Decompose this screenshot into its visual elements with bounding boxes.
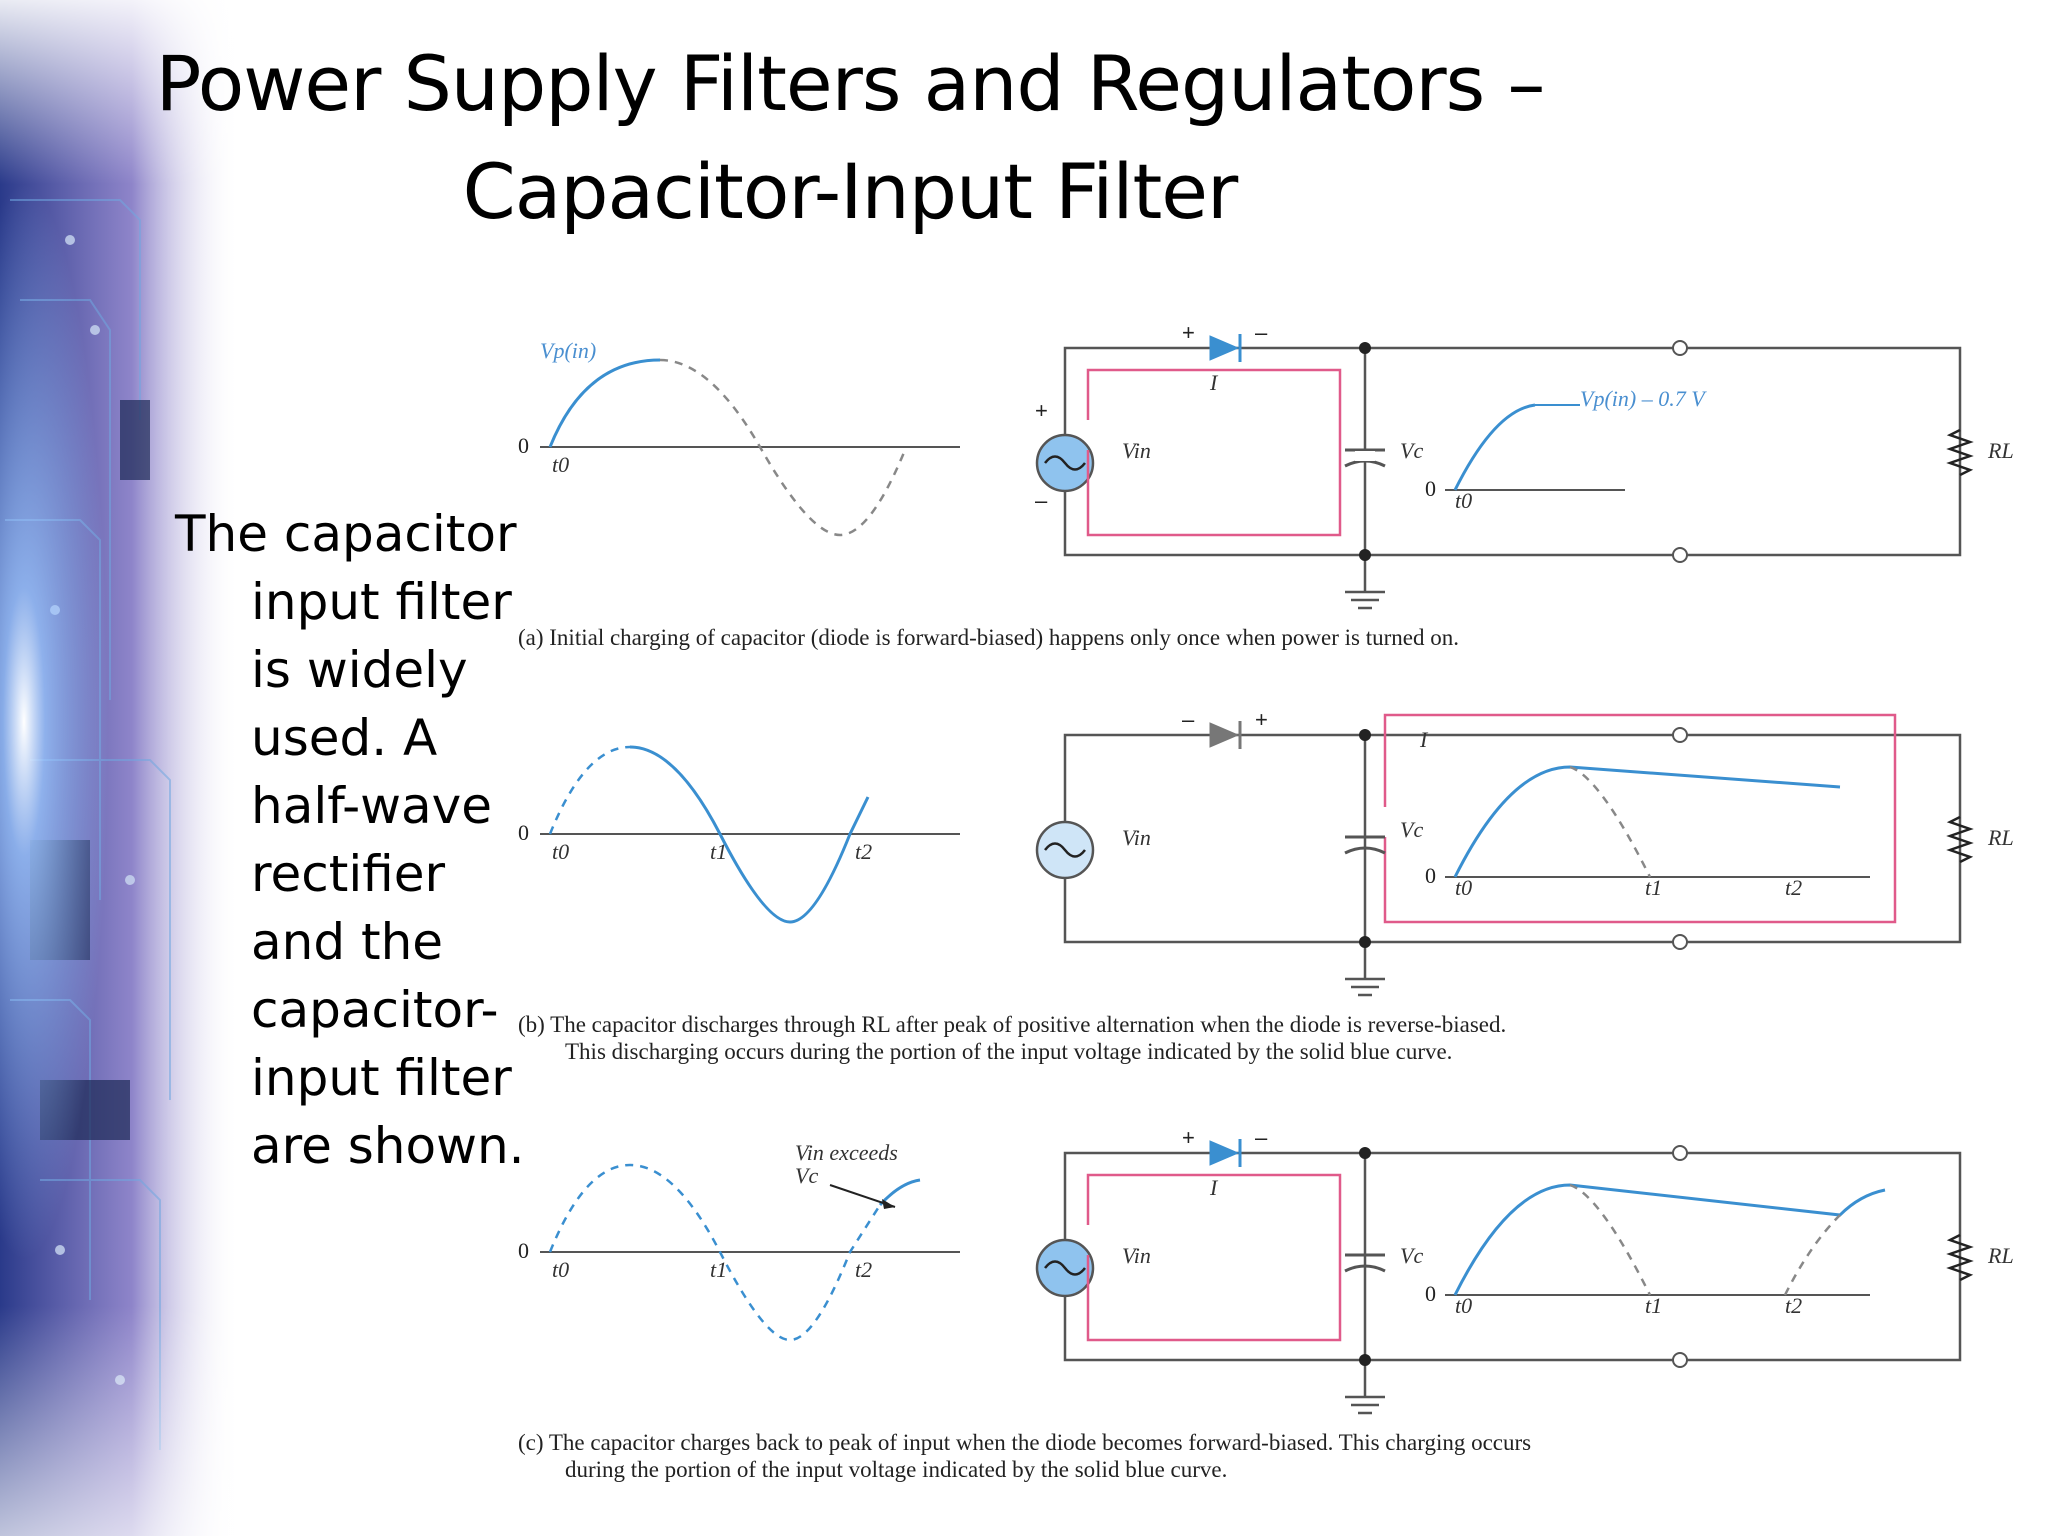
current-label-c: I <box>1209 1175 1219 1200</box>
zero-label: 0 <box>1425 1281 1436 1306</box>
current-loop-b <box>1383 713 1897 924</box>
annotation-line2: Vc <box>795 1163 818 1188</box>
caption-b-line1: (b) The capacitor discharges through RL … <box>518 1012 1506 1037</box>
rl-label-b: RL <box>1987 825 2014 850</box>
panel-a: 0 t0 Vp(in) + – I Vc Vin + – <box>518 320 2014 650</box>
circuit-a <box>1063 346 1962 557</box>
input-waveform-c: Vin exceeds Vc 0 t0 t1 t2 <box>518 1140 960 1342</box>
t1-label: t1 <box>1645 875 1662 900</box>
vc-label-a: Vc <box>1400 438 1423 463</box>
t2-label: t2 <box>1785 875 1802 900</box>
capacitor-icon <box>1344 448 1386 468</box>
zero-label: 0 <box>518 820 529 845</box>
zero-label: 0 <box>1425 476 1436 501</box>
caption-b-line2: This discharging occurs during the porti… <box>565 1039 1452 1064</box>
diode-sign-right: – <box>1255 320 1268 345</box>
diode-sign-left: + <box>1182 1125 1195 1150</box>
slide-title-line2: Capacitor-Input Filter <box>462 147 1239 236</box>
rl-label-c: RL <box>1987 1243 2014 1268</box>
slide-title-line1: Power Supply Filters and Regulators – <box>155 39 1546 128</box>
input-waveform-b: 0 t0 t1 t2 <box>518 745 960 924</box>
ground-icon <box>1345 942 1385 997</box>
current-label-b: I <box>1419 727 1429 752</box>
vc-label-c: Vc <box>1400 1243 1423 1268</box>
zero-label: 0 <box>1425 863 1436 888</box>
vin-label-b: Vin <box>1122 825 1151 850</box>
zero-label: 0 <box>518 1238 529 1263</box>
panel-c: Vin exceeds Vc 0 t0 t1 t2 + – I Vc Vin <box>518 1125 2014 1482</box>
diode-sign-left: – <box>1182 707 1195 732</box>
caption-c-line1: (c) The capacitor charges back to peak o… <box>518 1430 1531 1455</box>
panel-b: 0 t0 t1 t2 – + I Vc Vin <box>518 707 2014 1064</box>
source-minus: – <box>1035 488 1048 513</box>
t0-label: t0 <box>1455 1293 1472 1318</box>
capacitor-icon <box>1344 835 1386 855</box>
circuit-c <box>1063 1151 1962 1362</box>
t0-label: t0 <box>1455 875 1472 900</box>
diode-icon <box>1209 334 1242 362</box>
diode-sign-left: + <box>1182 320 1195 345</box>
t0-label: t0 <box>552 839 569 864</box>
input-waveform-a: 0 t0 Vp(in) <box>518 338 960 537</box>
t1-label: t1 <box>710 839 727 864</box>
vin-label-c: Vin <box>1122 1243 1151 1268</box>
t0-label: t0 <box>1455 488 1472 513</box>
vin-label-a: Vin <box>1122 438 1151 463</box>
circuit-board-decoration <box>0 0 240 1536</box>
zero-label: 0 <box>518 433 529 458</box>
body-text: The capacitor input filter is widely use… <box>175 500 535 1180</box>
current-loop-c <box>1086 1173 1342 1342</box>
rl-label-a: RL <box>1987 438 2014 463</box>
output-label-a: Vp(in) – 0.7 V <box>1580 386 1707 411</box>
capacitor-filter-figure: 0 t0 Vp(in) + – I Vc Vin + – <box>518 320 2014 1482</box>
t2-label: t2 <box>855 1257 872 1282</box>
source-plus: + <box>1035 398 1048 423</box>
t2-label: t2 <box>855 839 872 864</box>
caption-c-line2: during the portion of the input voltage … <box>565 1457 1227 1482</box>
t2-label: t2 <box>1785 1293 1802 1318</box>
ground-icon <box>1345 555 1385 610</box>
ground-icon <box>1345 1360 1385 1415</box>
t0-label: t0 <box>552 1257 569 1282</box>
capacitor-icon <box>1344 1253 1386 1273</box>
t1-label: t1 <box>710 1257 727 1282</box>
resistor-icon <box>1946 1233 1974 1282</box>
t0-label: t0 <box>552 452 569 477</box>
vc-label-b: Vc <box>1400 817 1423 842</box>
resistor-icon <box>1946 815 1974 864</box>
diode-icon <box>1209 1139 1242 1167</box>
current-label-a: I <box>1209 370 1219 395</box>
current-loop-a <box>1086 368 1342 537</box>
diode-sign-right: – <box>1255 1125 1268 1150</box>
resistor-icon <box>1946 428 1974 477</box>
body-paragraph: The capacitor input filter is widely use… <box>175 505 525 1175</box>
slide-title: Power Supply Filters and Regulators – Ca… <box>100 30 1600 246</box>
circuit-b <box>1063 733 1962 944</box>
annotation-line1: Vin exceeds <box>795 1140 898 1165</box>
diode-icon <box>1209 721 1242 749</box>
t1-label: t1 <box>1645 1293 1662 1318</box>
caption-a: (a) Initial charging of capacitor (diode… <box>518 625 1459 650</box>
vp-in-label: Vp(in) <box>540 338 596 363</box>
diode-sign-right: + <box>1255 707 1268 732</box>
